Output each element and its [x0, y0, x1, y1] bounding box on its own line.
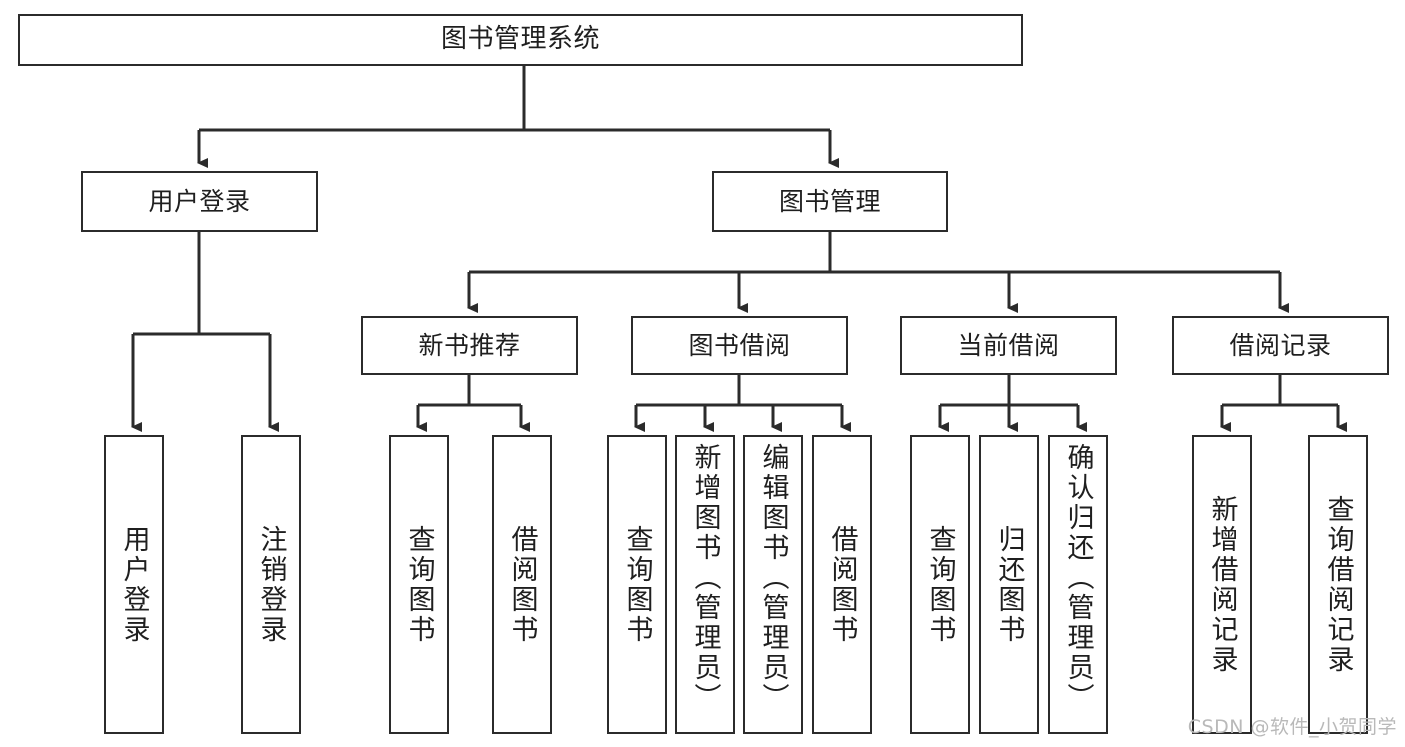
- leaf-query-book-recommend[interactable]: 查询图书: [389, 435, 449, 734]
- node-book-manage[interactable]: 图书管理: [712, 171, 948, 232]
- node-label: 编辑图书（管理员）: [757, 443, 789, 713]
- node-label: 查询借阅记录: [1322, 494, 1354, 675]
- node-label: 借阅图书: [826, 524, 858, 645]
- leaf-borrow-book-recommend[interactable]: 借阅图书: [492, 435, 552, 734]
- node-label: 查询图书: [621, 524, 653, 645]
- leaf-add-borrow-record[interactable]: 新增借阅记录: [1192, 435, 1252, 734]
- leaf-edit-book[interactable]: 编辑图书（管理员）: [743, 435, 803, 734]
- node-new-book-recommend[interactable]: 新书推荐: [361, 316, 578, 375]
- node-user-login[interactable]: 用户登录: [81, 171, 318, 232]
- node-borrow-record[interactable]: 借阅记录: [1172, 316, 1389, 375]
- node-book-borrow[interactable]: 图书借阅: [631, 316, 848, 375]
- node-label: 查询图书: [403, 524, 435, 645]
- node-label: 新书推荐: [418, 330, 521, 360]
- node-label: 图书管理: [778, 186, 881, 216]
- node-label: 借阅图书: [506, 524, 538, 645]
- node-label: 用户登录: [118, 524, 150, 645]
- leaf-user-login[interactable]: 用户登录: [104, 435, 164, 734]
- node-label: 图书借阅: [688, 330, 791, 360]
- node-label: 新增借阅记录: [1206, 494, 1238, 675]
- leaf-logout[interactable]: 注销登录: [241, 435, 301, 734]
- leaf-return-book[interactable]: 归还图书: [979, 435, 1039, 734]
- node-label: 确认归还（管理员）: [1062, 443, 1094, 713]
- leaf-add-book[interactable]: 新增图书（管理员）: [675, 435, 735, 734]
- leaf-query-borrow-record[interactable]: 查询借阅记录: [1308, 435, 1368, 734]
- leaf-query-book-current[interactable]: 查询图书: [910, 435, 970, 734]
- node-label: 注销登录: [255, 524, 287, 645]
- node-current-borrow[interactable]: 当前借阅: [900, 316, 1117, 375]
- node-label: 当前借阅: [957, 330, 1060, 360]
- leaf-confirm-return[interactable]: 确认归还（管理员）: [1048, 435, 1108, 734]
- node-label: 查询图书: [924, 524, 956, 645]
- watermark-text: CSDN @软件_小贺同学: [1187, 716, 1397, 738]
- node-label: 图书管理系统: [440, 24, 600, 55]
- leaf-query-book-borrow[interactable]: 查询图书: [607, 435, 667, 734]
- node-label: 新增图书（管理员）: [689, 443, 721, 713]
- node-label: 用户登录: [148, 186, 251, 216]
- leaf-borrow-book[interactable]: 借阅图书: [812, 435, 872, 734]
- node-label: 借阅记录: [1229, 330, 1332, 360]
- node-root-system[interactable]: 图书管理系统: [18, 14, 1023, 66]
- node-label: 归还图书: [993, 524, 1025, 645]
